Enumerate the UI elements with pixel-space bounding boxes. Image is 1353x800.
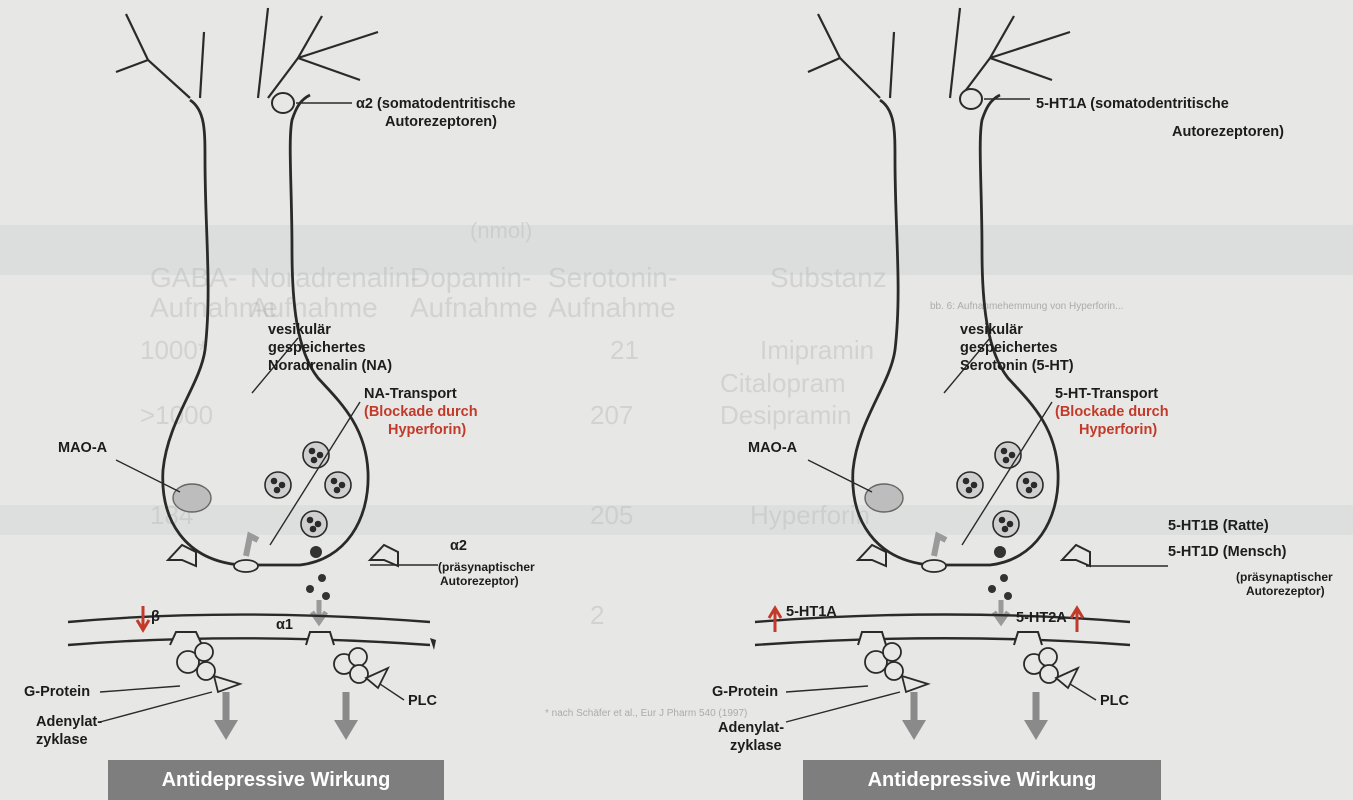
left-alpha1-label: α1 [276, 617, 293, 634]
right-ht-transport-label: 5-HT-Transport [1055, 386, 1158, 403]
left-praesyn-label: (präsynaptischer [438, 560, 535, 574]
left-adenylat-label: Adenylat- [36, 714, 102, 731]
right-autorezeptoren-label: Autorezeptoren) [1172, 124, 1284, 141]
right-mao-label: MAO-A [748, 440, 797, 457]
right-plc-label: PLC [1100, 693, 1129, 710]
left-autorezeptor-label: Autorezeptor) [440, 574, 519, 588]
right-gespeichertes-label: gespeichertes [960, 340, 1058, 357]
right-hyperforin-label: Hyperforin) [1079, 422, 1157, 439]
left-gespeichertes-label: gespeichertes [268, 340, 366, 357]
right-autorezeptor-label: Autorezeptor) [1246, 584, 1325, 598]
right-ht1a-somato-label: 5-HT1A (somatodentritische [1036, 96, 1229, 113]
right-zyklase-label: zyklase [730, 738, 782, 755]
left-autorezeptoren-label: Autorezeptoren) [385, 114, 497, 131]
right-vesikular-label: vesikulär [960, 322, 1023, 339]
right-ht2a-label: 5-HT2A [1016, 610, 1067, 627]
left-alpha2-somato-label: α2 (somatodentritische [356, 96, 516, 113]
left-gprotein-label: G-Protein [24, 684, 90, 701]
right-adenylat-label: Adenylat- [718, 720, 784, 737]
left-antidepressive-banner: Antidepressive Wirkung [108, 760, 444, 800]
left-plc-label: PLC [408, 693, 437, 710]
left-noradrenalin-label: Noradrenalin (NA) [268, 358, 392, 375]
left-mao-label: MAO-A [58, 440, 107, 457]
right-gprotein-label: G-Protein [712, 684, 778, 701]
right-blockade-label: (Blockade durch [1055, 404, 1169, 421]
left-alpha2-pre-label: α2 [450, 538, 467, 555]
right-ht1b-label: 5-HT1B (Ratte) [1168, 518, 1269, 535]
left-blockade-label: (Blockade durch [364, 404, 478, 421]
right-antidepressive-banner: Antidepressive Wirkung [803, 760, 1161, 800]
right-ht1d-label: 5-HT1D (Mensch) [1168, 544, 1286, 561]
left-hyperforin-label: Hyperforin) [388, 422, 466, 439]
right-praesyn-label: (präsynaptischer [1236, 570, 1333, 584]
right-ht1a-label: 5-HT1A [786, 604, 837, 621]
left-beta-label: β [151, 609, 160, 626]
right-serotonin-label: Serotonin (5-HT) [960, 358, 1074, 375]
left-zyklase-label: zyklase [36, 732, 88, 749]
left-na-transport-label: NA-Transport [364, 386, 457, 403]
left-vesikular-label: vesikulär [268, 322, 331, 339]
